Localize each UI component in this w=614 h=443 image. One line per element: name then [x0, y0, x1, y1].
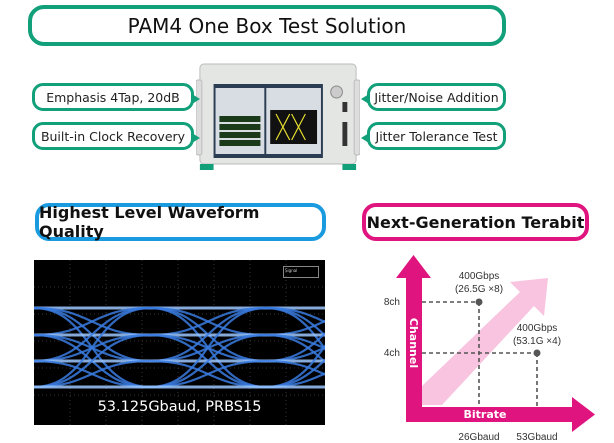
legend-label: Signal — [285, 268, 298, 273]
callout-label: Jitter Tolerance Test — [375, 128, 498, 144]
channel-axis-arrow — [396, 255, 595, 432]
eye-trace — [149, 306, 267, 389]
x-axis-label: Bitrate — [464, 408, 507, 421]
callout-jitter-tolerance: Jitter Tolerance Test — [361, 122, 506, 150]
x-tick-53g: 53Gbaud — [516, 432, 557, 443]
eye-diagram: Signal 53.125Gbaud, PRBS15 — [0, 260, 383, 425]
callout-label: Built-in Clock Recovery — [40, 128, 186, 144]
instrument-image — [196, 63, 360, 170]
eye-trace — [265, 306, 383, 389]
eye-trace — [149, 306, 267, 337]
point-label: (53.1G ×4) — [513, 336, 561, 347]
eye-trace — [33, 306, 151, 337]
heading-terabit: Next-Generation Terabit — [362, 203, 589, 241]
growth-arrow — [422, 278, 548, 405]
callout-jitter-noise: Jitter/Noise Addition — [361, 83, 506, 111]
point-53g-4ch — [533, 349, 541, 357]
callout-label: Jitter/Noise Addition — [374, 89, 499, 105]
point-label: 400Gbps — [517, 323, 558, 334]
eye-trace — [33, 333, 151, 389]
point-label: 400Gbps — [459, 271, 500, 282]
y-tick-4ch: 4ch — [384, 348, 400, 359]
heading-text: Next-Generation Terabit — [366, 212, 585, 232]
terabit-chart: 8ch 4ch 26Gbaud 53Gbaud 400Gbps (26.5G ×… — [384, 255, 595, 443]
point-label: (26.5G ×8) — [455, 284, 503, 295]
eye-pattern — [0, 260, 383, 425]
eye-caption: 53.125Gbaud, PRBS15 — [97, 399, 262, 415]
y-tick-8ch: 8ch — [384, 297, 400, 308]
banner-title: PAM4 One Box Test Solution — [127, 13, 407, 38]
eye-legend: Signal — [283, 266, 319, 278]
callout-clock-recovery: Built-in Clock Recovery — [32, 122, 200, 150]
eye-trace — [149, 333, 267, 389]
title-banner: PAM4 One Box Test Solution — [28, 5, 506, 46]
eye-trace — [33, 306, 151, 389]
x-tick-26g: 26Gbaud — [458, 432, 499, 443]
callout-emphasis: Emphasis 4Tap, 20dB — [32, 83, 200, 111]
heading-waveform-quality: Highest Level Waveform Quality — [35, 203, 326, 241]
callout-label: Emphasis 4Tap, 20dB — [46, 89, 180, 105]
y-axis-label: Channel — [407, 318, 420, 368]
point-26g-8ch — [475, 298, 483, 306]
heading-text: Highest Level Waveform Quality — [39, 203, 260, 241]
eye-trace — [265, 306, 383, 389]
